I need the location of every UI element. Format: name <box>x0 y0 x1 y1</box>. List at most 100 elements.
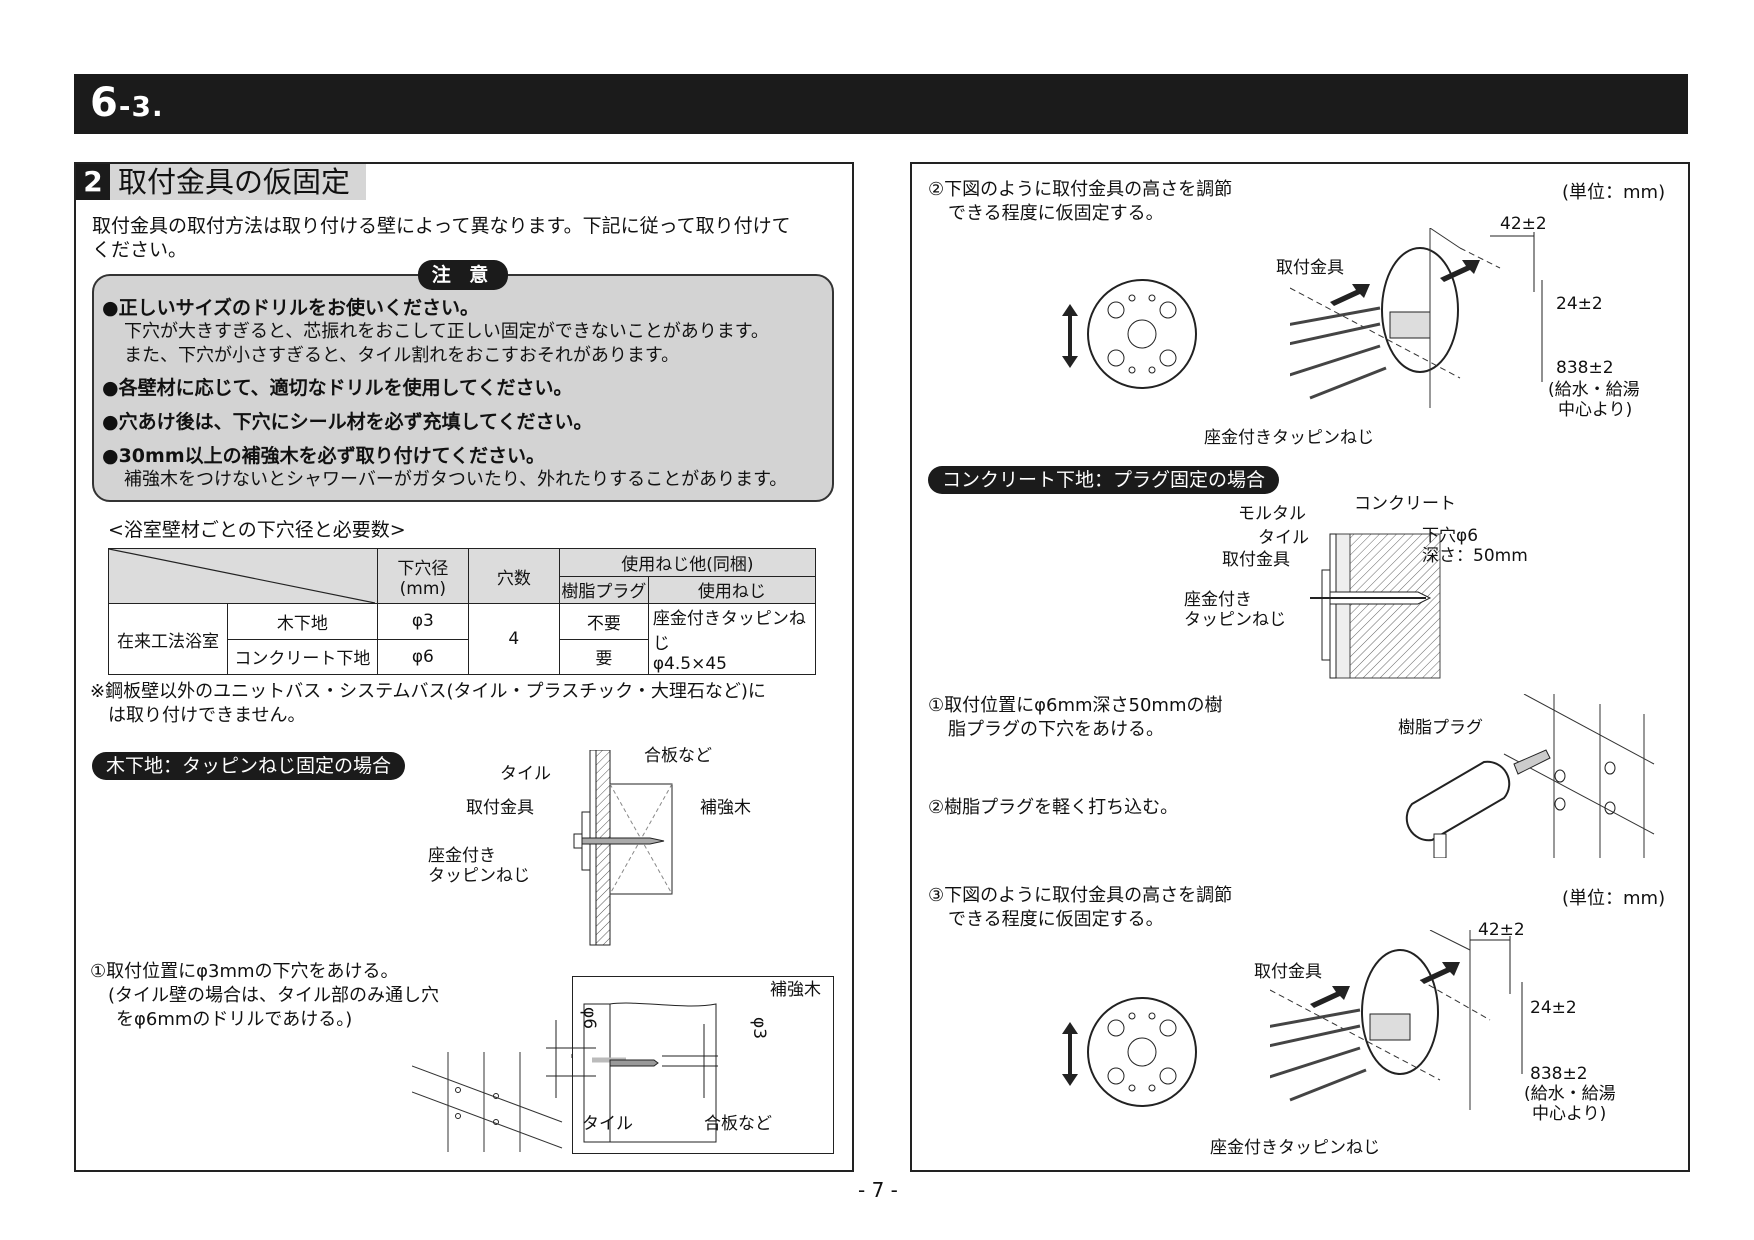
row2-base: コンクリート下地 <box>227 638 378 675</box>
intro-line1: 取付金具の取付方法は取り付ける壁によって異なります。下記に従って取り付けて <box>92 215 791 237</box>
rt-label-screw: 座金付きタッピンねじ <box>1204 428 1374 448</box>
cc-dim-838: 838±2 <box>1530 1064 1588 1084</box>
chapter-main: 6 <box>90 80 119 126</box>
chapter-sub: -3. <box>118 90 164 123</box>
cc-label2-bracket: 取付金具 <box>1254 962 1322 982</box>
wood-label-tile: タイル <box>500 764 551 784</box>
cc-label-concrete: コンクリート <box>1354 494 1456 514</box>
cc-unit: (単位：mm) <box>1562 888 1666 909</box>
rt-dim-note2: 中心より) <box>1558 400 1633 420</box>
cc-label-plug: 樹脂プラグ <box>1398 718 1483 738</box>
caution-item-1-sub2: また、下穴が小さすぎると、タイル割れをおこすおそれがあります。 <box>124 345 680 366</box>
right-step2-line2: できる程度に仮固定する。 <box>948 203 1164 224</box>
wood-step1-line3: をφ6mmのドリルであける。) <box>116 1009 353 1030</box>
hole-detail-box <box>572 976 834 1154</box>
chapter-number: 6-3. <box>90 80 164 126</box>
row1-base: 木下地 <box>227 603 378 640</box>
caution-badge: 注 意 <box>418 260 508 290</box>
cc-step1-line1: ①取付位置にφ6mm深さ50mmの樹 <box>928 695 1223 716</box>
screw-spec-line2: φ4.5×45 <box>652 654 727 674</box>
cc-step3-line2: できる程度に仮固定する。 <box>948 909 1164 930</box>
rt-dim-42: 42±2 <box>1500 214 1547 234</box>
cc-step3-line1: ③下図のように取付金具の高さを調節 <box>928 885 1233 906</box>
caution-item-3: ●穴あけ後は、下穴にシール材を必ず充填してください。 <box>102 411 593 433</box>
caution-item-1: ●正しいサイズのドリルをお使いください。 <box>102 297 480 319</box>
th-hole-dia: 下穴径(mm) <box>376 548 469 604</box>
th-hole-count: 穴数 <box>467 548 560 604</box>
cc-step1-line2: 脂プラグの下穴をあける。 <box>948 719 1164 740</box>
hole-count-value: 4 <box>467 603 560 675</box>
wood-label-reinforce: 補強木 <box>700 798 751 818</box>
caution-item-4: ●30mm以上の補強木を必ず取り付けてください。 <box>102 445 546 467</box>
left-panel <box>74 162 854 1172</box>
section-title: 取付金具の仮固定 <box>118 165 351 199</box>
th-screws-group: 使用ねじ他(同梱) <box>558 548 817 577</box>
cc-dimension-lines <box>1470 936 1523 1074</box>
wood-cross-section-diagram <box>573 750 673 946</box>
concrete-base-pill: コンクリート下地：プラグ固定の場合 <box>928 466 1280 494</box>
cc-label-tile: タイル <box>1258 528 1309 548</box>
intro-line2: ください。 <box>92 239 188 261</box>
cc-dim-note2: 中心より) <box>1532 1104 1607 1124</box>
cc-dim-24: 24±2 <box>1530 998 1577 1018</box>
row-group-label: 在来工法浴室 <box>108 603 228 675</box>
wood-step1-line2: (タイル壁の場合は、タイル部のみ通し穴 <box>108 985 440 1006</box>
plug-hammer-diagram <box>1405 694 1655 858</box>
bracket-iso-view-top <box>1290 228 1501 408</box>
detail-label-phi6: φ6 <box>579 1006 600 1030</box>
cc-label-hole1: 下穴φ6 <box>1422 526 1479 546</box>
wood-label-plywood: 合板など <box>644 746 712 766</box>
row2-plug: 要 <box>558 638 649 675</box>
caution-item-2: ●各壁材に応じて、適切なドリルを使用してください。 <box>102 377 573 399</box>
cc-label-screw2: タッピンねじ <box>1184 610 1286 630</box>
rt-dimension-lines <box>1490 232 1543 382</box>
row1-dia: φ3 <box>376 603 469 640</box>
bracket-front-view-top <box>1062 279 1197 389</box>
th-hole-dia-label: 下穴径 <box>397 558 449 579</box>
cc-label-bracket: 取付金具 <box>1222 550 1290 570</box>
note-line2: は取り付けできません。 <box>108 705 306 726</box>
right-top-unit: (単位：mm) <box>1562 182 1666 203</box>
table-corner <box>108 548 378 604</box>
section-number: 2 <box>76 164 110 200</box>
cc-dim-42: 42±2 <box>1478 920 1525 940</box>
cc-step2: ②樹脂プラグを軽く打ち込む。 <box>928 797 1179 818</box>
wood-label-screw2: タッピンねじ <box>428 866 530 886</box>
wood-step1-line1: ①取付位置にφ3mmの下穴をあける。 <box>90 961 399 982</box>
cc-label-screw1: 座金付き <box>1184 590 1252 610</box>
table-caption: <浴室壁材ごとの下穴径と必要数> <box>108 519 406 541</box>
caution-box <box>92 274 834 502</box>
hole-spec-table: 下穴径(mm) 穴数 使用ねじ他(同梱) 樹脂プラグ 使用ねじ 在来工法浴室 木… <box>108 548 817 675</box>
th-screw: 使用ねじ <box>647 575 817 604</box>
bracket-iso-view-bottom <box>1270 930 1491 1110</box>
tile-wall-holes-diagram <box>412 1052 563 1152</box>
cc-label2-screw: 座金付きタッピンねじ <box>1210 1138 1380 1158</box>
header-bar <box>74 74 1688 134</box>
wood-label-screw1: 座金付き <box>428 846 496 866</box>
wood-base-pill: 木下地：タッピンねじ固定の場合 <box>92 752 406 780</box>
section-heading-bg <box>76 164 366 200</box>
screw-spec-line1: 座金付きタッピンねじ <box>652 609 806 654</box>
concrete-cross-section-diagram <box>1310 533 1441 679</box>
row2-dia: φ6 <box>376 638 469 675</box>
th-plug: 樹脂プラグ <box>558 575 649 604</box>
hole-detail-diagram <box>546 1002 718 1143</box>
detail-label-tile: タイル <box>582 1114 633 1134</box>
cc-label-mortar: モルタル <box>1238 504 1306 524</box>
rt-dim-note1: (給水・給湯 <box>1548 380 1640 400</box>
detail-label-plywood: 合板など <box>704 1114 772 1134</box>
rt-label-bracket: 取付金具 <box>1276 258 1344 278</box>
rt-dim-24: 24±2 <box>1556 294 1603 314</box>
right-panel <box>910 162 1690 1172</box>
th-hole-unit: (mm) <box>399 578 447 599</box>
caution-item-4-sub1: 補強木をつけないとシャワーバーがガタついたり、外れたりすることがあります。 <box>124 469 788 490</box>
rt-dim-838: 838±2 <box>1556 358 1614 378</box>
bracket-front-view-bottom <box>1062 997 1197 1107</box>
note-line1: ※鋼板壁以外のユニットバス・システムバス(タイル・プラスチック・大理石など)に <box>90 681 766 702</box>
caution-item-1-sub1: 下穴が大きすぎると、芯振れをおこして正しい固定ができないことがあります。 <box>124 321 769 342</box>
row1-plug: 不要 <box>558 603 649 640</box>
detail-label-phi3: φ3 <box>749 1016 770 1040</box>
wood-label-bracket: 取付金具 <box>466 798 534 818</box>
cc-dim-note1: (給水・給湯 <box>1524 1084 1616 1104</box>
